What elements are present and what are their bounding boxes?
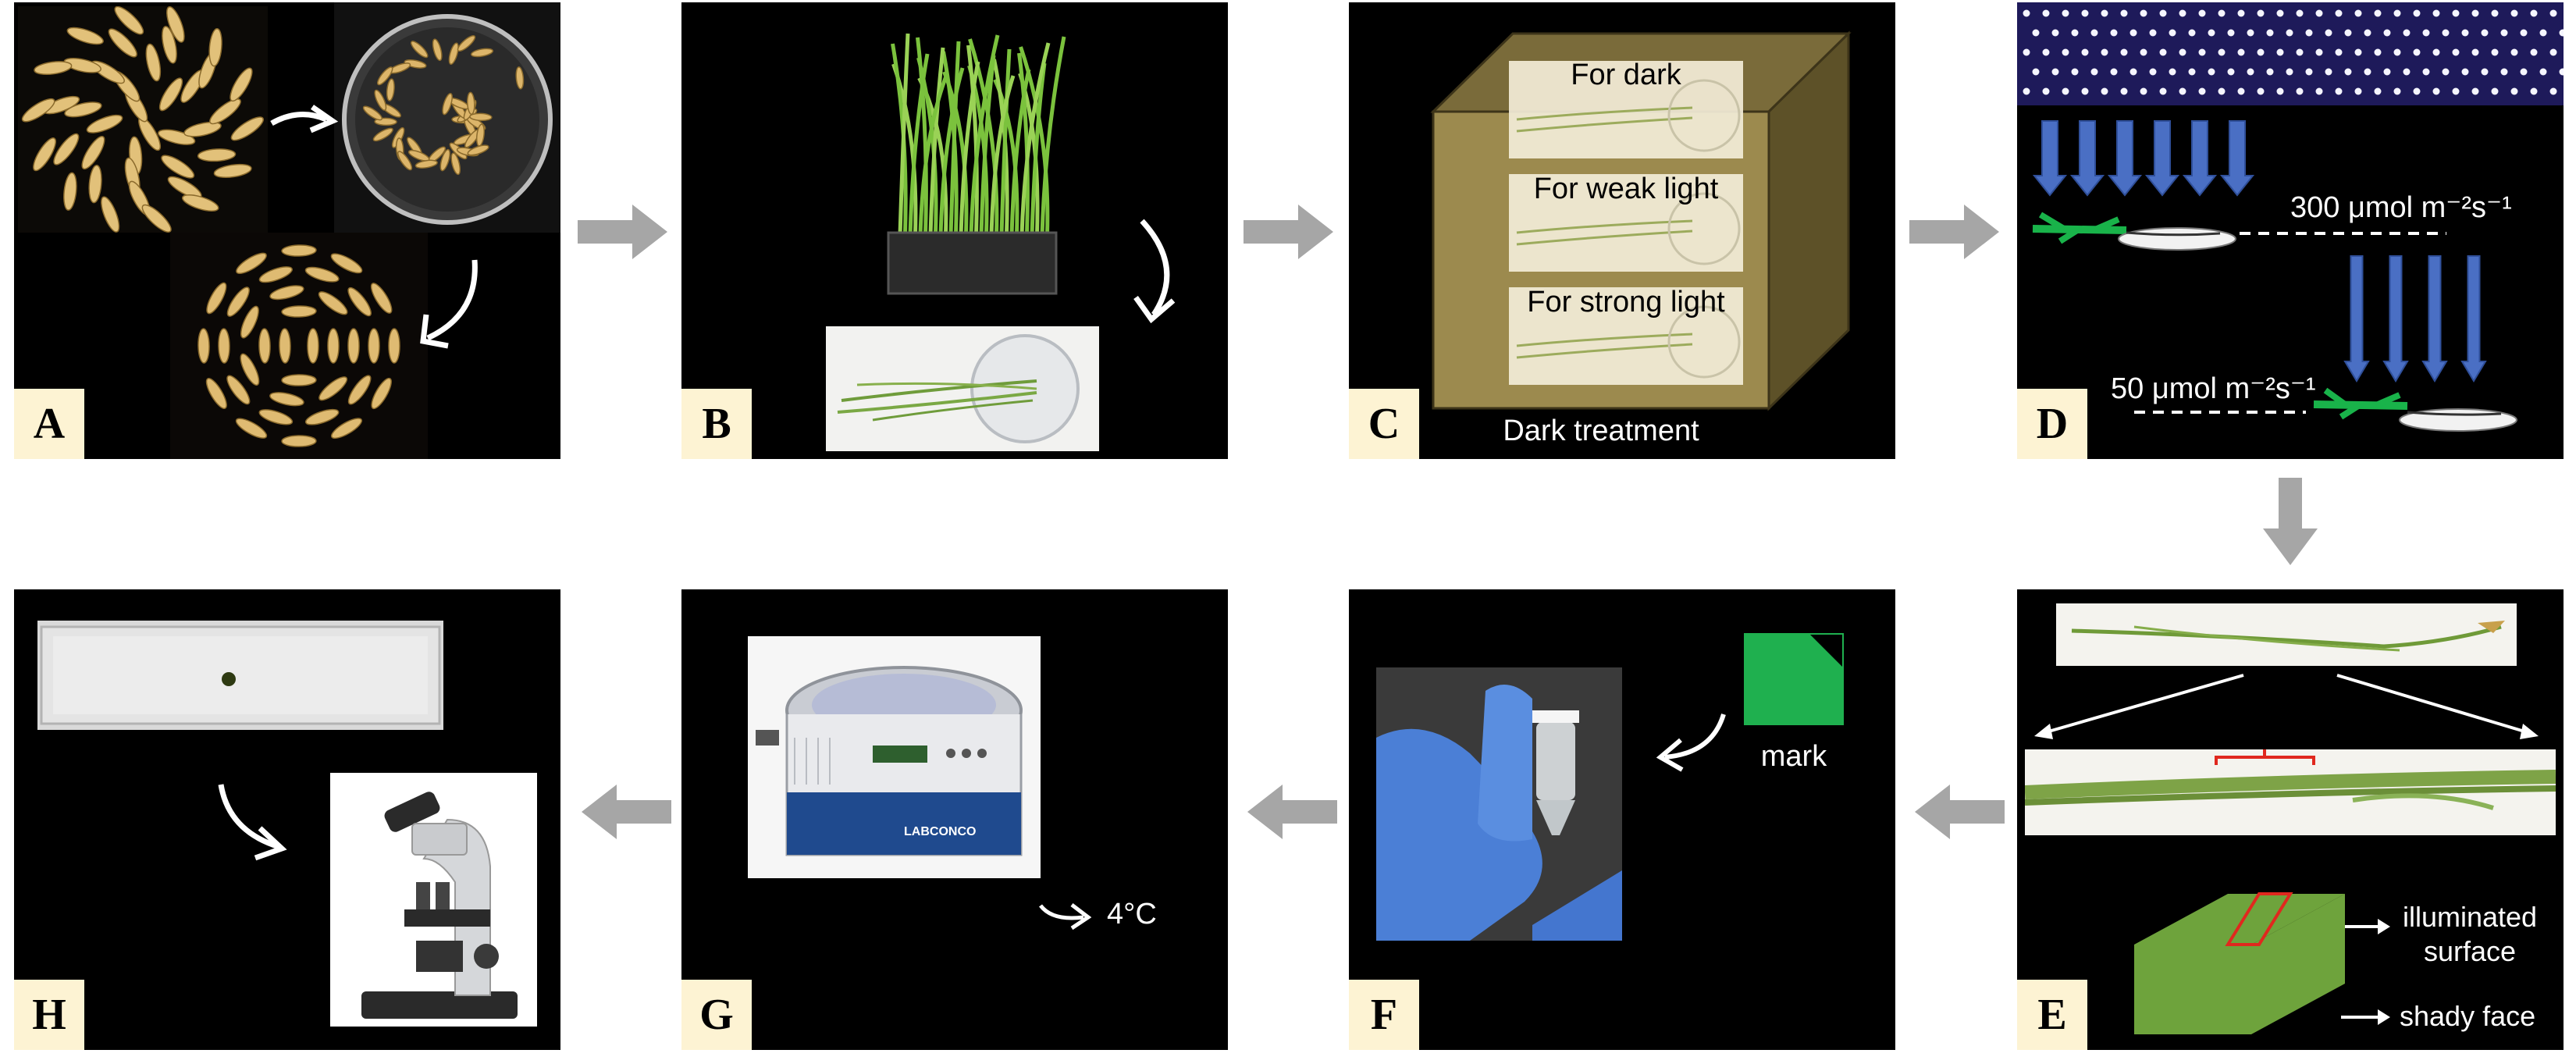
leaf-closeup-image	[2025, 749, 2556, 810]
whole-leaf-photo	[2056, 603, 2517, 666]
microscope-photo	[330, 773, 537, 1027]
leaf-section-diagram	[2034, 674, 2539, 739]
shady-face-label: shady face	[2400, 1000, 2536, 1032]
panel-c: For dark For weak light For strong light…	[1349, 2, 1895, 459]
freeze-dryer-brand: LABCONCO	[904, 825, 977, 838]
panel-d: 300 μmol m⁻²s⁻¹ 50 μmol m⁻²s⁻¹ D	[2017, 2, 2564, 459]
petri-dish-image	[342, 14, 553, 225]
glove-tube-image	[1376, 667, 1622, 941]
panel-h: H	[14, 589, 560, 1050]
panel-label-g: G	[681, 980, 752, 1050]
seedlings-dish-image	[837, 334, 1080, 443]
flow-arrow-right-icon	[1909, 205, 1999, 259]
low-light-label: 50 μmol m⁻²s⁻¹	[2111, 372, 2316, 405]
illuminated-surface-label: illuminated surface	[2402, 901, 2538, 967]
dark-treatment-caption: Dark treatment	[1503, 415, 1699, 447]
leaf-closeup-photo	[2025, 749, 2556, 835]
arrow-right-icon	[270, 105, 339, 133]
panel-b: B	[681, 2, 1228, 459]
box-label-dark: For dark	[1571, 59, 1681, 91]
freeze-dryer-photo: LABCONCO	[748, 636, 1041, 878]
seeds-dry-image	[21, 6, 264, 233]
box-label-strong-light: For strong light	[1527, 286, 1725, 318]
mark-square-icon	[1744, 633, 1844, 725]
glass-slide-image	[40, 625, 441, 725]
seedlings-pot-image	[887, 33, 1066, 295]
curved-arrow-icon	[218, 784, 287, 861]
box-label-weak-light: For weak light	[1533, 173, 1719, 205]
curved-arrow-icon	[1133, 219, 1176, 324]
panel-label-b: B	[681, 389, 752, 459]
panel-label-f: F	[1349, 980, 1419, 1050]
leaf-block-diagram	[2134, 892, 2390, 1034]
panel-f: mark F	[1349, 589, 1895, 1050]
petri-dish-photo	[334, 2, 560, 233]
flow-arrow-right-icon	[1244, 205, 1333, 259]
panel-e: illuminated surface shady face E	[2017, 589, 2564, 1050]
flow-arrow-right-icon	[578, 205, 667, 259]
panel-label-d: D	[2017, 389, 2087, 459]
panel-label-e: E	[2017, 980, 2087, 1050]
high-light-label: 300 μmol m⁻²s⁻¹	[2290, 191, 2512, 224]
curved-arrow-icon	[1039, 903, 1092, 931]
seeds-dry-photo	[18, 6, 268, 233]
panel-label-h: H	[14, 980, 84, 1050]
freeze-dryer-image	[748, 636, 1041, 878]
flow-arrow-down-icon	[2263, 478, 2318, 565]
flow-arrow-left-icon	[582, 785, 671, 839]
temperature-label: 4°C	[1107, 898, 1157, 931]
seeds-spiral-image	[197, 244, 400, 447]
seeds-spiral-photo	[170, 233, 428, 459]
curved-arrow-icon	[1656, 713, 1726, 772]
mark-label: mark	[1760, 740, 1827, 773]
dark-box-diagram	[1430, 30, 1852, 411]
flow-arrow-left-icon	[1915, 785, 2005, 839]
curved-arrow-icon	[420, 259, 478, 349]
glass-slide-photo	[37, 621, 443, 730]
seedlings-pot-photo	[869, 18, 1076, 295]
seedlings-dish-photo	[826, 326, 1099, 451]
light-treatment-diagram	[2017, 2, 2564, 432]
panel-g: LABCONCO 4°C G	[681, 589, 1228, 1050]
flow-arrow-left-icon	[1247, 785, 1337, 839]
glove-tube-photo	[1376, 667, 1622, 941]
panel-a: A	[14, 2, 560, 459]
microscope-image	[330, 773, 537, 1027]
panel-label-c: C	[1349, 389, 1419, 459]
whole-leaf-image	[2071, 621, 2505, 652]
panel-label-a: A	[14, 389, 84, 459]
